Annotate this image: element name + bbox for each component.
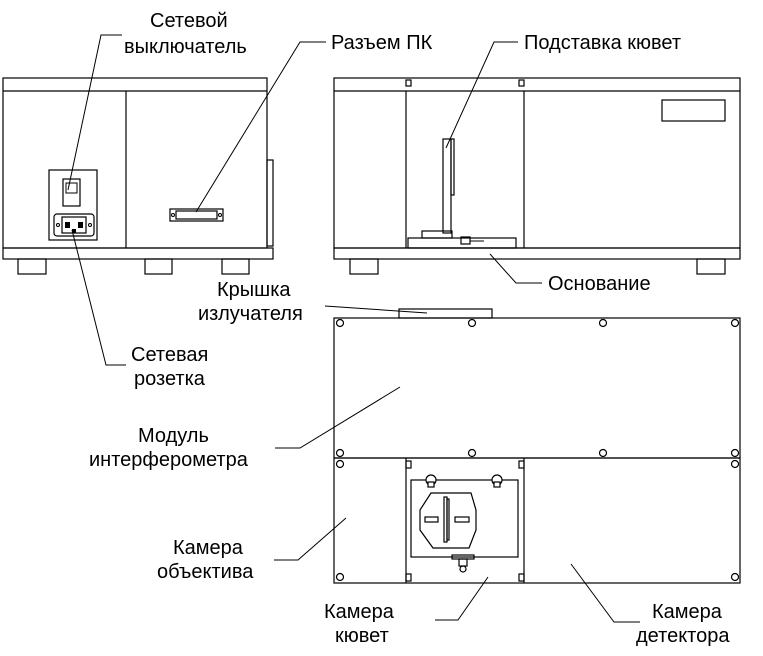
- top-view: [333, 308, 741, 584]
- side-view: [333, 77, 741, 275]
- leader-lines: [67, 34, 640, 623]
- power-socket: [53, 213, 95, 237]
- labels: Сетевой выключатель Разъем ПК Подставка …: [89, 10, 730, 647]
- pc-connector-label: Разъем ПК: [331, 32, 433, 54]
- power-socket-label-line1: Сетевая: [131, 344, 208, 366]
- front-view: [2, 77, 274, 275]
- power-switch-label-line1: Сетевой: [150, 10, 228, 32]
- power-socket-label-line2: розетка: [134, 368, 206, 390]
- power-switch-label-line2: выключатель: [124, 36, 247, 58]
- detector-chamber-label-line1: Камера: [652, 601, 723, 623]
- lens-chamber-label-line2: объектива: [157, 561, 254, 583]
- cuvette-chamber-label-line1: Камера: [324, 601, 395, 623]
- emitter-cover-label-line1: Крышка: [217, 279, 291, 301]
- interferometer-module-label-line1: Модуль: [138, 425, 209, 447]
- power-switch: [48, 169, 98, 241]
- lens-chamber-label-line1: Камера: [173, 537, 244, 559]
- emitter-cover-label-line2: излучателя: [198, 303, 303, 325]
- cuvette-chamber-interior: [410, 474, 519, 573]
- cuvette-chamber-label-line2: кювет: [335, 625, 389, 647]
- interferometer-module-label-line2: интерферометра: [89, 449, 249, 471]
- cuvette-stand-label: Подставка кювет: [524, 32, 681, 54]
- base-label: Основание: [548, 273, 651, 295]
- screws: [335, 318, 740, 582]
- detector-chamber-label-line2: детектора: [636, 625, 730, 647]
- cuvette-stand: [407, 138, 517, 249]
